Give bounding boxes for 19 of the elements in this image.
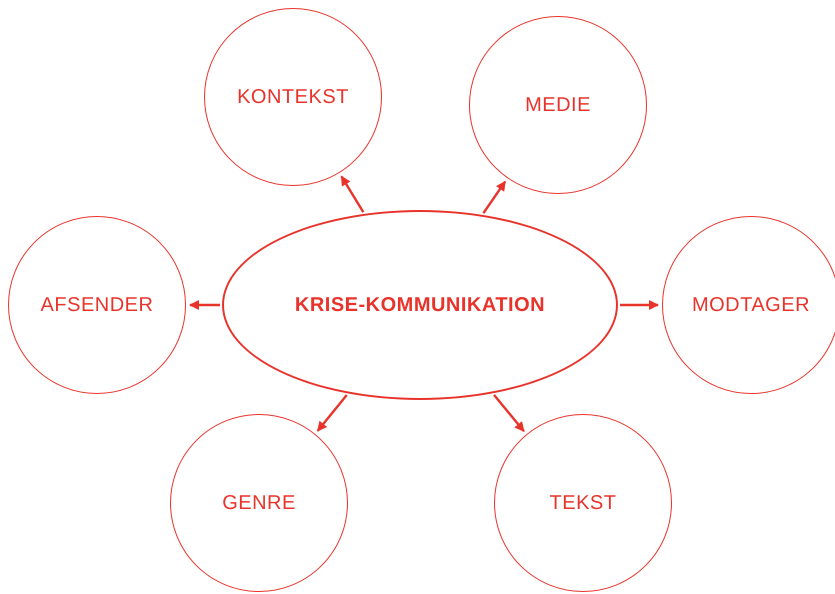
central-ellipse (222, 210, 618, 400)
central-label: KRISE-KOMMUNIKATION (294, 294, 546, 316)
topic-circle (8, 216, 186, 394)
topic-circle (204, 8, 382, 186)
topic-label: KONTEKST (237, 86, 349, 108)
arrow (340, 176, 364, 213)
topic-label: TEKST (550, 492, 616, 514)
topic-label: GENRE (222, 492, 296, 514)
topic-label: MODTAGER (692, 294, 810, 316)
arrow (620, 300, 659, 310)
topic-circle (662, 216, 835, 394)
topic-circle (469, 16, 647, 194)
arrow (482, 180, 506, 214)
topic-label: AFSENDER (40, 294, 154, 316)
topic-circle (494, 414, 672, 592)
topic-circle (170, 414, 348, 592)
topic-label: MEDIE (525, 94, 591, 116)
arrow (493, 394, 525, 432)
arrow (189, 300, 220, 310)
